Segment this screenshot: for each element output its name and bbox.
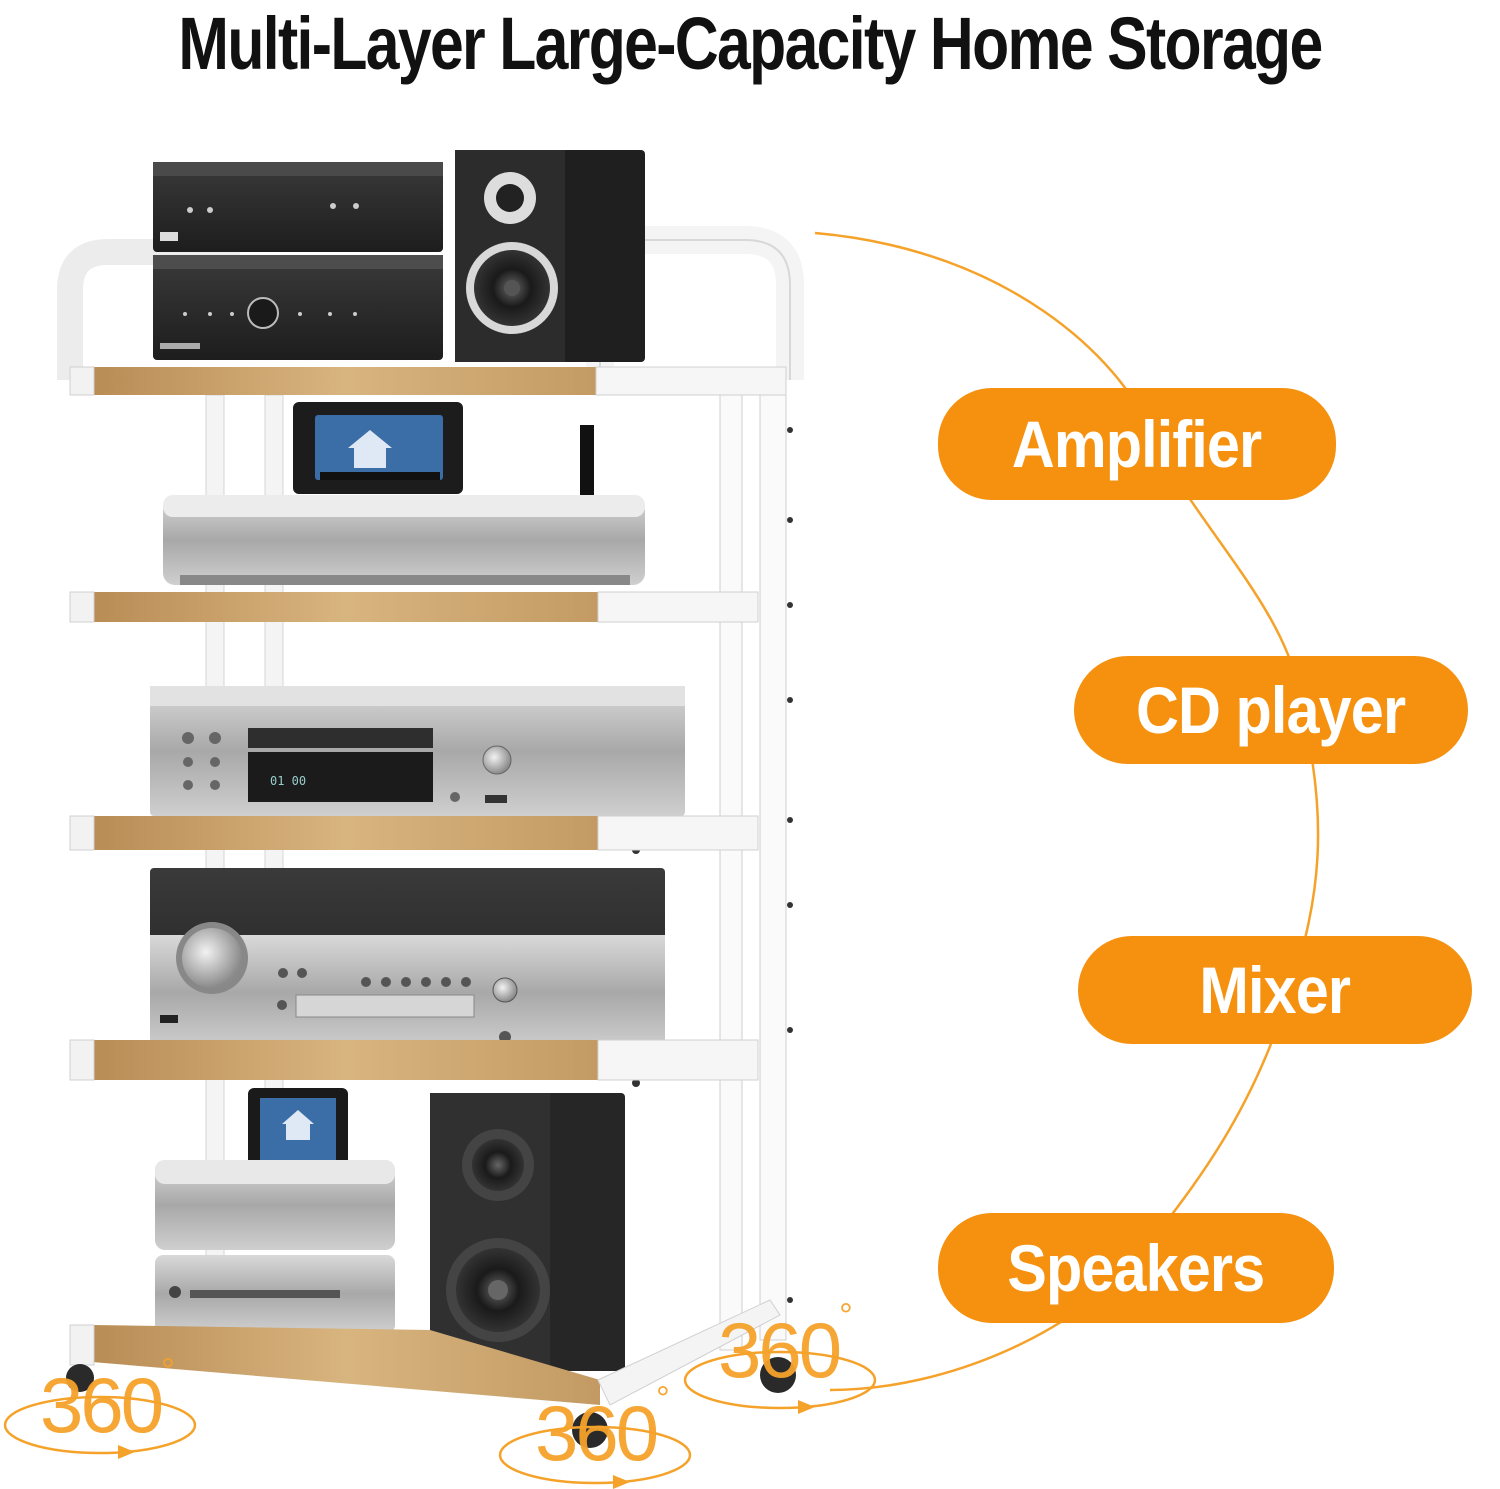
rotation-unit: ° xyxy=(161,1352,175,1390)
rotation-arrowheads xyxy=(118,1400,815,1489)
shelf-4 xyxy=(69,1039,759,1081)
svg-text:01 00: 01 00 xyxy=(270,774,306,788)
shelf-bottom xyxy=(69,1299,781,1406)
rotation-value: 360 xyxy=(718,1306,842,1394)
rotation-value: 360 xyxy=(535,1389,659,1477)
label-speakers-text: Speakers xyxy=(1007,1231,1265,1305)
rotation-label-middle: 360° xyxy=(535,1380,670,1479)
rotation-label-right: 360° xyxy=(718,1297,853,1396)
rotation-arrows xyxy=(3,1350,877,1485)
music-streamer xyxy=(293,402,594,495)
label-mixer-text: Mixer xyxy=(1199,953,1352,1027)
cd-player: 01 00 xyxy=(150,686,685,816)
bottom-speaker xyxy=(430,1093,625,1371)
label-amplifier-text: Amplifier xyxy=(1012,407,1262,481)
label-cd-player: CD player xyxy=(1076,658,1466,762)
casters xyxy=(66,1357,796,1448)
label-cd-player-text: CD player xyxy=(1136,673,1406,747)
headline: Multi-Layer Large-Capacity Home Storage xyxy=(178,2,1323,85)
rotation-unit: ° xyxy=(656,1380,670,1418)
shelf-2 xyxy=(69,591,759,623)
top-amplifier-stack xyxy=(153,162,443,360)
label-speakers: Speakers xyxy=(940,1215,1332,1321)
label-mixer: Mixer xyxy=(1080,938,1470,1042)
shelf-3 xyxy=(69,815,759,851)
rotation-label-left: 360° xyxy=(40,1352,175,1451)
amplifier-unit-silver xyxy=(163,495,645,585)
shelf-1 xyxy=(69,366,787,396)
bottom-streamer-stack xyxy=(155,1088,395,1333)
rotation-unit: ° xyxy=(839,1297,853,1335)
label-amplifier: Amplifier xyxy=(940,390,1334,498)
mixer-receiver xyxy=(150,868,665,1058)
top-speaker xyxy=(455,150,645,362)
rotation-value: 360 xyxy=(40,1361,164,1449)
